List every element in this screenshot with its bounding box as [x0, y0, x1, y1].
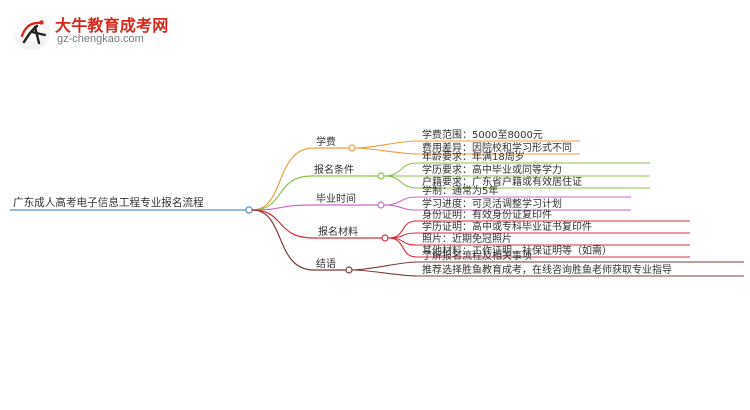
branch-label: 报名材料: [318, 225, 358, 238]
child-label: 户籍要求：广东省户籍或有效居住证: [422, 175, 582, 188]
child-label: 推荐选择胜鱼教育成考，在线咨询胜鱼老师获取专业指导: [422, 263, 672, 276]
child-connector: [383, 175, 418, 189]
child-connector: [387, 237, 418, 258]
niu-logo-icon: [14, 14, 50, 50]
child-label: 学历证明：高中或专科毕业证书复印件: [422, 220, 592, 233]
child-connector: [383, 162, 418, 177]
site-url: gz-chengkao.com: [57, 33, 144, 45]
branch-connector: [251, 175, 313, 211]
root-node: 广东成人高考电子信息工程专业报名流程: [10, 196, 253, 214]
branch-connector-dot: [377, 172, 385, 180]
site-logo[interactable]: 大牛教育成考网 gz-chengkao.com: [14, 10, 184, 56]
child-label: 费用差异：因院校和学习形式不同: [422, 141, 572, 154]
child-label: 了解报名流程及相关事项: [422, 249, 532, 262]
branch-label: 报名条件: [314, 163, 354, 176]
branch-connector: [251, 147, 315, 211]
child-connector: [351, 261, 418, 271]
child-label: 照片：近期免冠照片: [422, 232, 512, 245]
child-label: 身份证明：有效身份证复印件: [422, 208, 552, 221]
site-title: 大牛教育成考网: [55, 16, 169, 35]
branch-label: 毕业时间: [316, 192, 356, 205]
child-connector: [351, 269, 418, 277]
branch-connector-dot: [348, 144, 356, 152]
child-connector: [383, 196, 418, 206]
branch-2: 报名条件 年龄要求：年满18周岁学历要求：高中毕业或同等学力户籍要求：广东省户籍或…: [251, 150, 650, 211]
branch-connector-dot: [377, 201, 385, 209]
child-connector: [354, 147, 418, 155]
branch-connector: [251, 209, 315, 239]
child-connector: [387, 237, 418, 246]
branch-connector-dot: [381, 234, 389, 242]
branch-label: 结语: [316, 257, 336, 270]
child-connector: [354, 140, 418, 149]
branch-connector-dot: [345, 266, 353, 274]
child-label: 学费范围：5000至8000元: [422, 128, 543, 141]
branch-4: 报名材料 身份证明：有效身份证复印件学历证明：高中或专科毕业证书复印件照片：近期免…: [251, 208, 690, 258]
branch-label: 学费: [316, 135, 336, 148]
branch-connector: [251, 204, 315, 211]
root-connector-dot: [245, 206, 253, 214]
child-connector: [383, 204, 418, 211]
root-label: 广东成人高考电子信息工程专业报名流程: [13, 196, 204, 209]
child-label: 学制：通常为5年: [422, 184, 498, 197]
branch-connector: [251, 209, 315, 271]
child-label: 学历要求：高中毕业或同等学力: [422, 163, 562, 176]
child-label: 学习进度：可灵活调整学习计划: [422, 197, 562, 210]
child-label: 年龄要求：年满18周岁: [422, 150, 525, 163]
child-label: 其他材料：工作证明、社保证明等（如需）: [422, 244, 612, 257]
